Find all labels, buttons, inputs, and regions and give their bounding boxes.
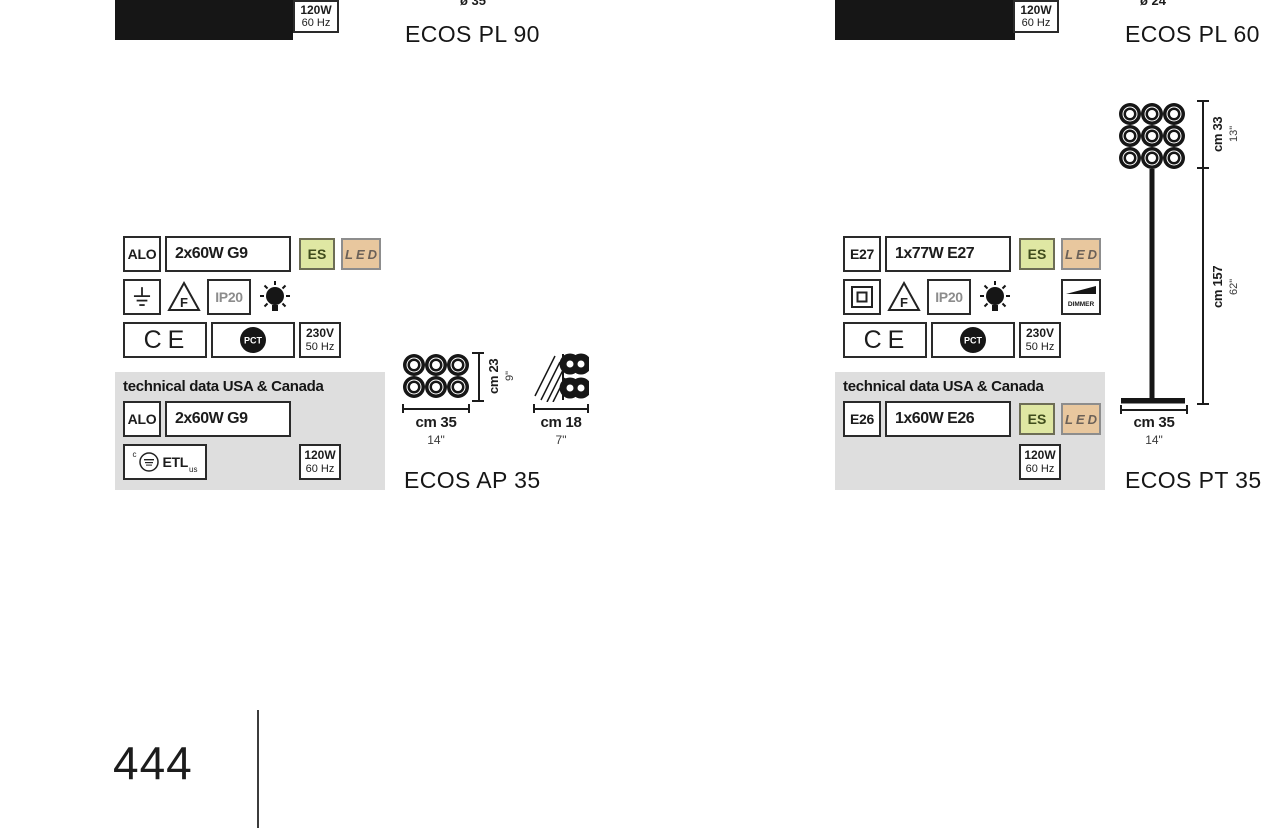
ap35-voltage-usa-box: 120W 60 Hz [299,444,341,480]
voltage-value: 120W [304,448,336,463]
flammable-surface-f-icon: F [885,279,923,315]
energy-saving-icon: ES [299,238,335,270]
led-compatible-icon: LED [1061,238,1101,270]
ap35-voltage-eu-box: 230V 50 Hz [299,322,341,358]
dimmer-label: DIMMER [1068,301,1095,308]
usa-canada-header: technical data USA & Canada [123,378,324,395]
ap35-height-cm: cm 23 [486,358,501,394]
ap35-height-dim-line [478,353,480,402]
frequency-value: 60 Hz [1021,17,1051,30]
gost-pct-mark: PCT [211,322,295,358]
double-insulation-icon [843,279,881,315]
pct-letters: PCT [244,336,263,346]
pt35-width-dim-line [1120,409,1188,411]
pl60-product-photo-bottom [835,0,1015,40]
pl90-dimension-fragment: ø 35 [460,0,487,8]
etl-letters: ETL [162,454,189,470]
ap35-depth-in: 7" [555,433,567,447]
page-number: 444 [113,737,193,789]
ap35-usa-lamp-box: 2x60W G9 [165,401,291,437]
f-mark-letter: F [900,295,908,310]
pt35-total-height-cm: cm 157 [1210,265,1225,308]
ap35-depth-dim-line [533,408,589,410]
pl90-title: ECOS PL 90 [405,21,540,47]
pt35-usa-socket-box: E26 [843,401,881,437]
ce-mark: CE [123,322,207,358]
pt35-lamp-wattage-box: 1x77W E27 [885,236,1011,272]
pt35-voltage-usa-box: 120W 60 Hz [1019,444,1061,480]
usa-canada-header: technical data USA & Canada [843,378,1044,395]
pt35-width-in: 14" [1145,433,1163,447]
ap35-title: ECOS AP 35 [404,467,541,493]
pt35-socket-type-box: E27 [843,236,881,272]
pl60-voltage-usa-box: 120W 60 Hz [1013,0,1059,33]
earth-ground-icon [123,279,161,315]
dim-tick [1197,100,1209,102]
ap35-width-in: 14" [427,433,445,447]
frequency-value: 60 Hz [301,17,331,30]
cetl-us-mark: c ETL us [123,444,207,480]
pl60-dimension-fragment: ø 24 [1140,0,1167,8]
pt35-floor-lamp-drawing [1119,103,1185,404]
ap35-depth-cm: cm 18 [540,414,582,431]
frequency-value: 60 Hz [1025,462,1055,475]
dim-tick [1197,403,1209,405]
voltage-value: 120W [300,2,332,17]
flammable-surface-f-icon: F [165,279,203,315]
frequency-value: 50 Hz [305,340,335,353]
pt35-title: ECOS PT 35 [1125,467,1262,493]
voltage-value: 230V [305,326,335,341]
pl90-product-photo-bottom [115,0,293,40]
ap35-height-in: 9" [504,370,516,382]
ip-rating-box: IP20 [207,279,251,315]
bulb-included-icon [255,279,295,315]
voltage-value: 120W [1020,2,1052,17]
frequency-value: 50 Hz [1025,340,1055,353]
ap35-socket-type-box: ALO [123,236,161,272]
dim-tick [1120,405,1122,414]
led-compatible-icon: LED [1061,403,1101,435]
ip-rating-box: IP20 [927,279,971,315]
etl-us-letters: us [189,465,198,474]
voltage-value: 230V [1025,326,1055,341]
dim-tick [402,404,404,413]
etl-seal-icon [138,452,159,472]
frequency-value: 60 Hz [305,462,335,475]
energy-saving-icon: ES [1019,238,1055,270]
bulb-included-icon [975,279,1015,315]
voltage-value: 120W [1024,448,1056,463]
ap35-lamp-wattage-box: 2x60W G9 [165,236,291,272]
gost-pct-mark: PCT [931,322,1015,358]
pct-letters: PCT [964,336,983,346]
led-compatible-icon: LED [341,238,381,270]
ap35-width-dim-line [402,408,470,410]
pt35-total-height-in: 62" [1228,278,1240,295]
dim-tick [472,400,484,402]
pt35-width-cm: cm 35 [1133,414,1175,431]
dim-tick [1197,167,1209,169]
dimmer-icon: DIMMER [1061,279,1101,315]
pt35-head-cm: cm 33 [1210,116,1225,152]
footer-divider-line [257,710,259,828]
ap35-width-cm: cm 35 [415,414,457,431]
pt35-head-in: 13" [1228,125,1240,143]
dim-tick [472,352,484,354]
pt35-voltage-eu-box: 230V 50 Hz [1019,322,1061,358]
pl60-title: ECOS PL 60 [1125,21,1260,47]
dim-tick [468,404,470,413]
pt35-height-dim-line [1202,100,1204,405]
energy-saving-icon: ES [1019,403,1055,435]
dim-tick [587,404,589,413]
ap35-side-view-drawing [534,353,589,402]
earth-ground-glyph [133,287,151,306]
pt35-usa-lamp-box: 1x60W E26 [885,401,1011,437]
dim-tick [533,404,535,413]
f-mark-letter: F [180,295,188,310]
dim-tick [1186,405,1188,414]
ce-mark: CE [843,322,927,358]
pl90-voltage-usa-box: 120W 60 Hz [293,0,339,33]
etl-c-letter: c [132,450,137,459]
ap35-front-view-drawing [403,354,469,398]
ap35-usa-socket-box: ALO [123,401,161,437]
